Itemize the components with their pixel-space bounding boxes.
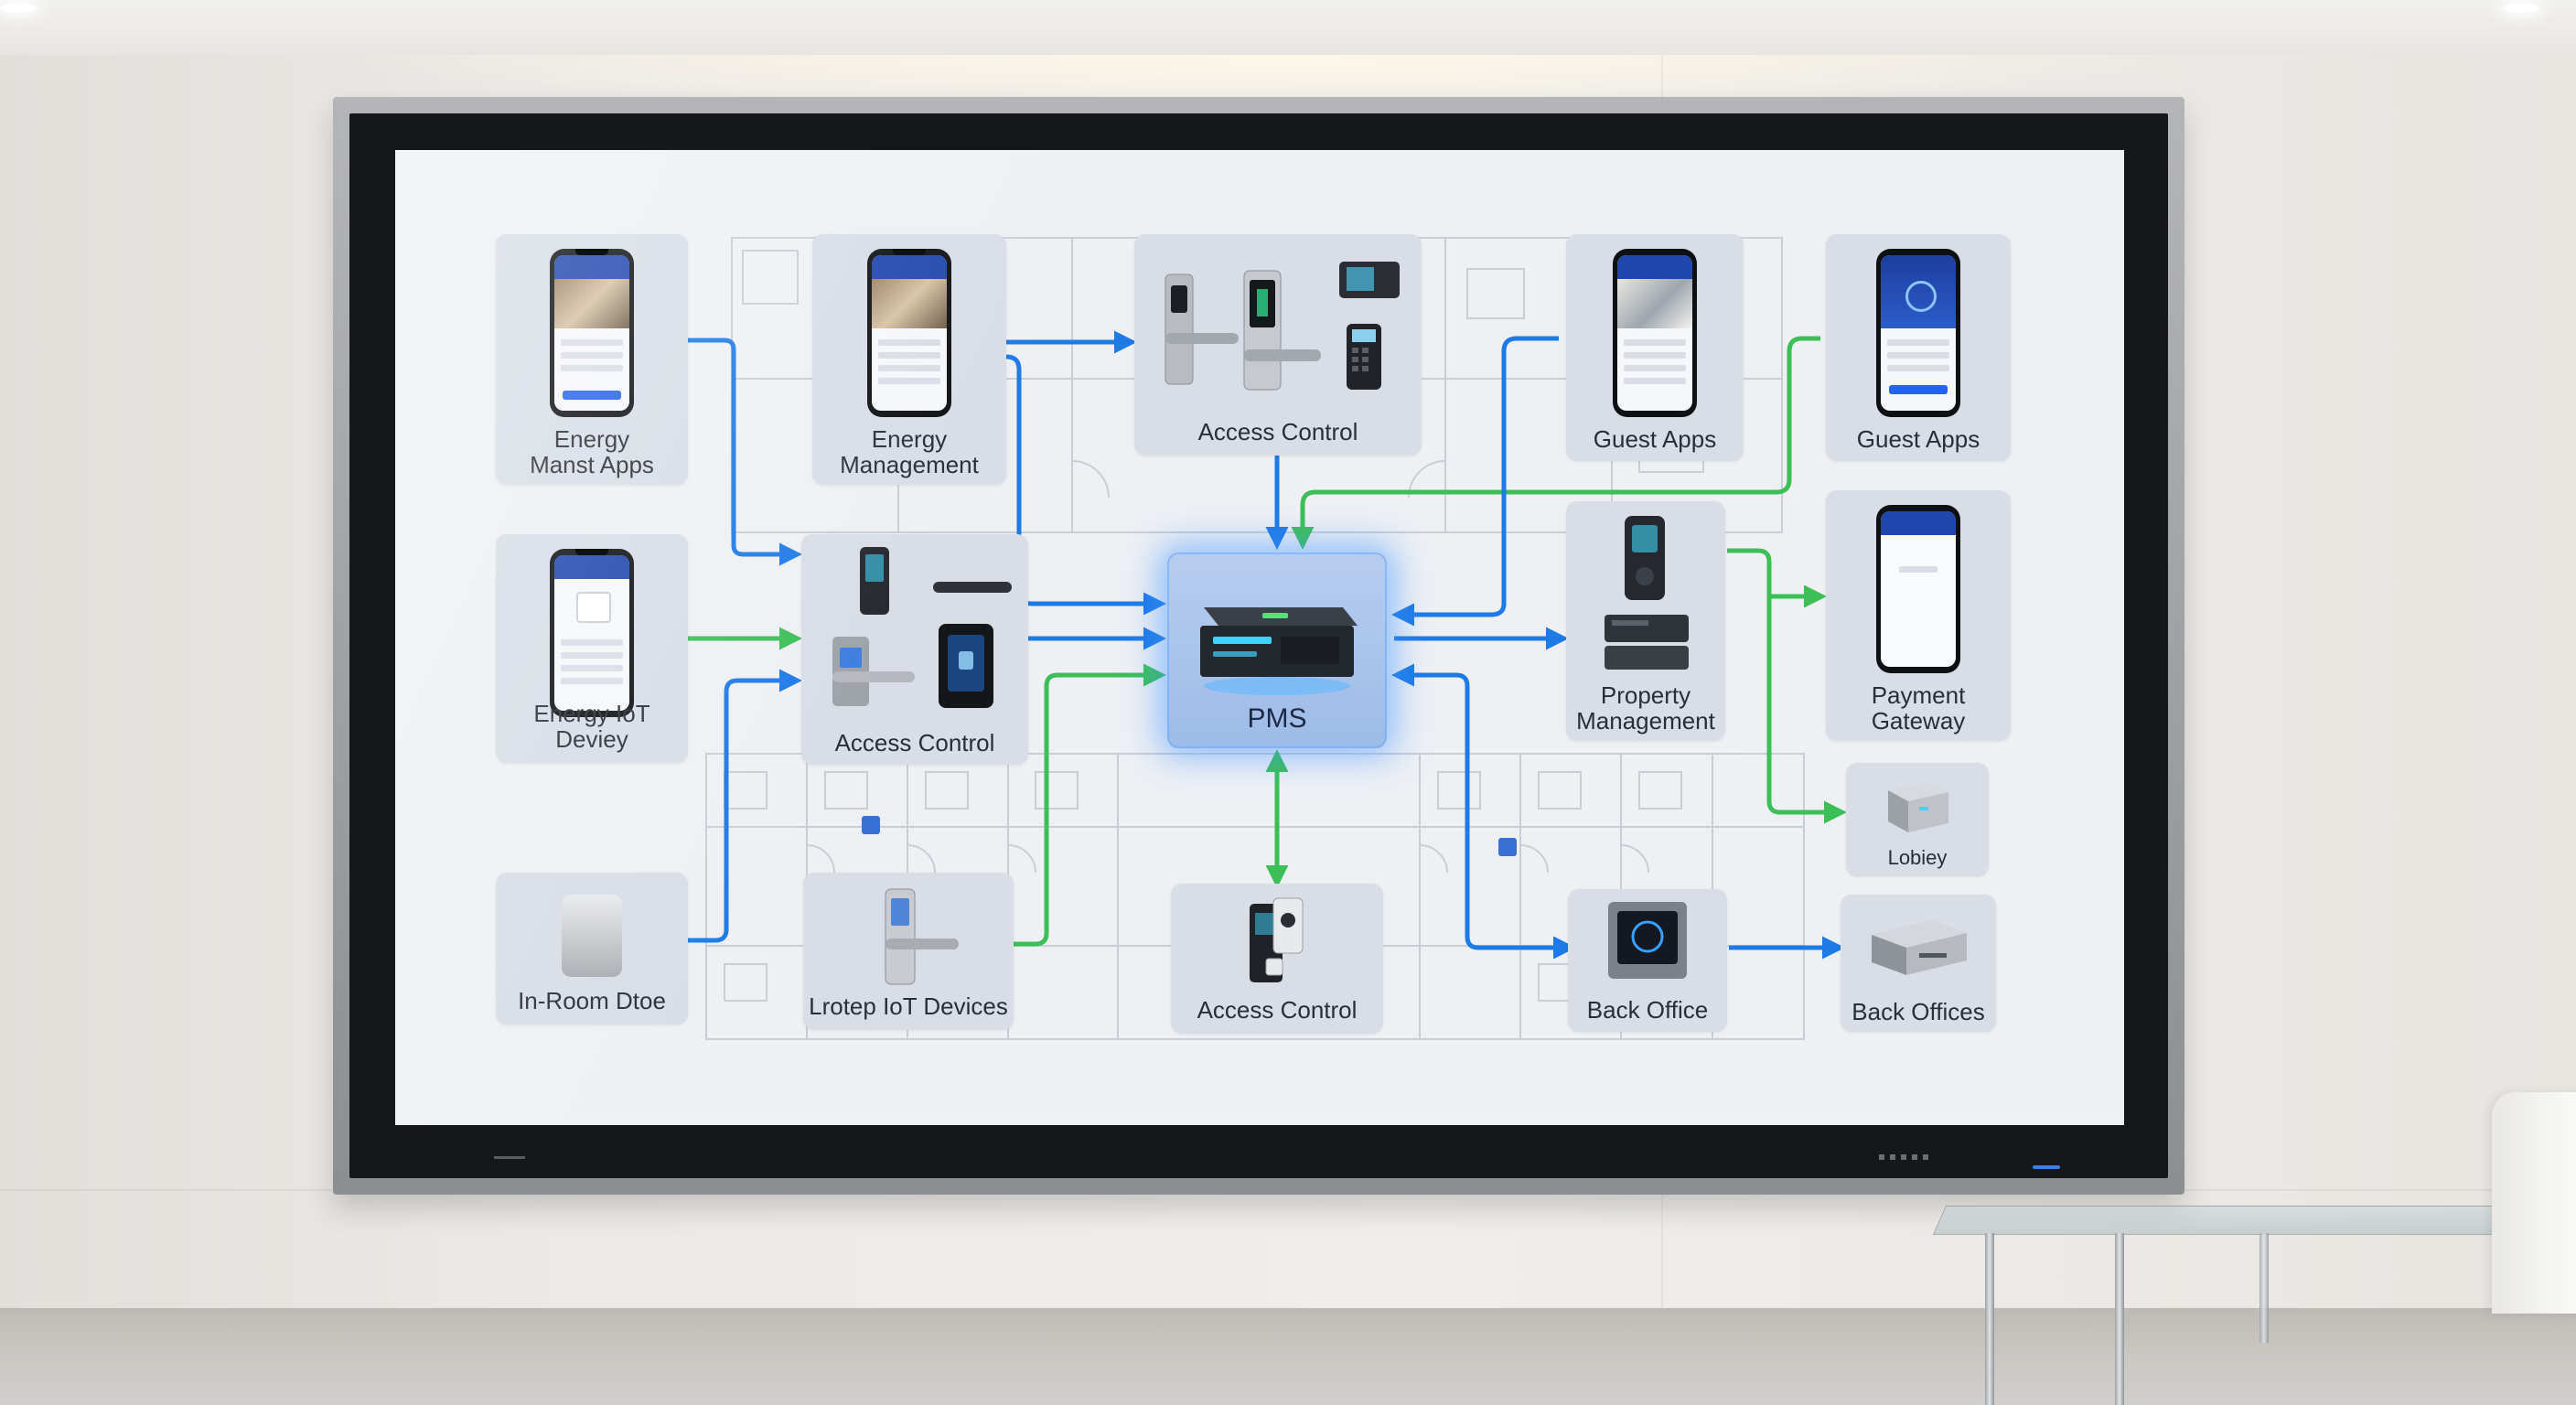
node-label: Payment Gateway	[1871, 681, 1966, 735]
node-back-office[interactable]: Back Office	[1568, 889, 1727, 1032]
node-guest-apps-2[interactable]: Guest Apps	[1826, 234, 2011, 461]
node-label: Energy Manst Apps	[530, 425, 654, 478]
chair	[2492, 1092, 2576, 1314]
router-box-icon	[1888, 781, 1948, 832]
pms-hub[interactable]: PMS	[1167, 552, 1387, 748]
node-lrotep-iot[interactable]: Lrotep IoT Devices	[803, 873, 1014, 1030]
server-icon	[1200, 607, 1358, 695]
smartphone-icon	[550, 249, 634, 417]
smartphone-icon	[1876, 505, 1960, 673]
floor	[0, 1308, 2576, 1405]
link-energy-apps-to-access	[688, 338, 802, 566]
node-label: Property Management	[1576, 681, 1715, 735]
node-back-offices[interactable]: Back Offices	[1841, 895, 1996, 1032]
link-inroom-to-access	[688, 669, 802, 943]
door-handle-lock-icon	[885, 888, 959, 985]
server-box-icon	[1872, 920, 1967, 975]
node-access-control-bottom[interactable]: Access Control	[1171, 884, 1383, 1034]
in-room-device-icon	[562, 895, 622, 977]
node-property-management[interactable]: Property Management	[1566, 501, 1725, 741]
link-property-to-payment	[1727, 548, 1827, 608]
table-leg	[2115, 1233, 2124, 1405]
door-lock-devices-icon	[1165, 262, 1400, 391]
node-payment-gateway[interactable]: Payment Gateway	[1826, 490, 2011, 741]
node-energy-management[interactable]: Energy Management	[812, 234, 1006, 485]
node-label: Back Office	[1586, 996, 1709, 1024]
ceiling	[0, 0, 2576, 55]
link-lrotep-to-pms	[1014, 663, 1166, 947]
connection-lines	[688, 330, 1847, 960]
link-property-to-lobby	[1766, 596, 1847, 824]
back-office-terminal-icon	[1608, 902, 1687, 979]
node-label: Guest Apps	[1593, 425, 1717, 453]
power-led	[2033, 1165, 2060, 1169]
link-guestapps2-to-pms	[1291, 336, 1820, 550]
table-leg	[2259, 1233, 2269, 1343]
node-access-control-top[interactable]: Access Control	[1134, 234, 1422, 456]
node-label: Energy IoT Deviey	[533, 700, 650, 753]
node-label: In-Room Dtoe	[518, 987, 666, 1014]
smart-lock-devices-icon	[832, 547, 1012, 708]
node-in-room[interactable]: In-Room Dtoe	[496, 873, 688, 1024]
node-label: Access Control	[1197, 418, 1358, 445]
link-pms-to-backoffice	[1391, 663, 1576, 960]
smartphone-icon	[1876, 249, 1960, 417]
node-access-control-mid[interactable]: Access Control	[801, 534, 1028, 765]
smartphone-icon	[550, 549, 634, 717]
node-energy-mgmt-apps[interactable]: Energy Manst Apps	[496, 234, 688, 485]
bezel-buttons	[1879, 1154, 1934, 1160]
bezel-indicator	[494, 1156, 525, 1159]
node-label: Back Offices	[1852, 998, 1985, 1025]
display-screen: Energy Manst Apps Energy Management Acce…	[395, 150, 2124, 1125]
glass-table-top	[1932, 1206, 2576, 1235]
table-leg	[1985, 1233, 1994, 1405]
floorplan-marker-icon	[862, 816, 880, 834]
smartphone-icon	[1613, 249, 1697, 417]
node-label: Lrotep IoT Devices	[809, 992, 1008, 1020]
property-management-devices-icon	[1605, 516, 1689, 670]
node-label: Access Control	[834, 729, 995, 756]
node-label: Guest Apps	[1856, 425, 1980, 453]
smartphone-icon	[867, 249, 951, 417]
node-label: Energy Management	[840, 425, 979, 478]
node-label: Access Control	[1197, 996, 1358, 1024]
node-lobby[interactable]: Lobiey	[1846, 763, 1989, 876]
access-reader-icon	[1250, 897, 1304, 982]
floorplan-marker-icon	[1498, 838, 1517, 856]
node-label: Lobiey	[1887, 846, 1948, 869]
ceiling-downlight	[0, 4, 37, 13]
link-guestapps1-to-pms	[1391, 336, 1559, 627]
hub-label: PMS	[1247, 703, 1307, 734]
ceiling-downlight	[2503, 4, 2539, 13]
node-energy-iot[interactable]: Energy IoT Deviey	[496, 534, 688, 763]
node-guest-apps-1[interactable]: Guest Apps	[1566, 234, 1744, 461]
